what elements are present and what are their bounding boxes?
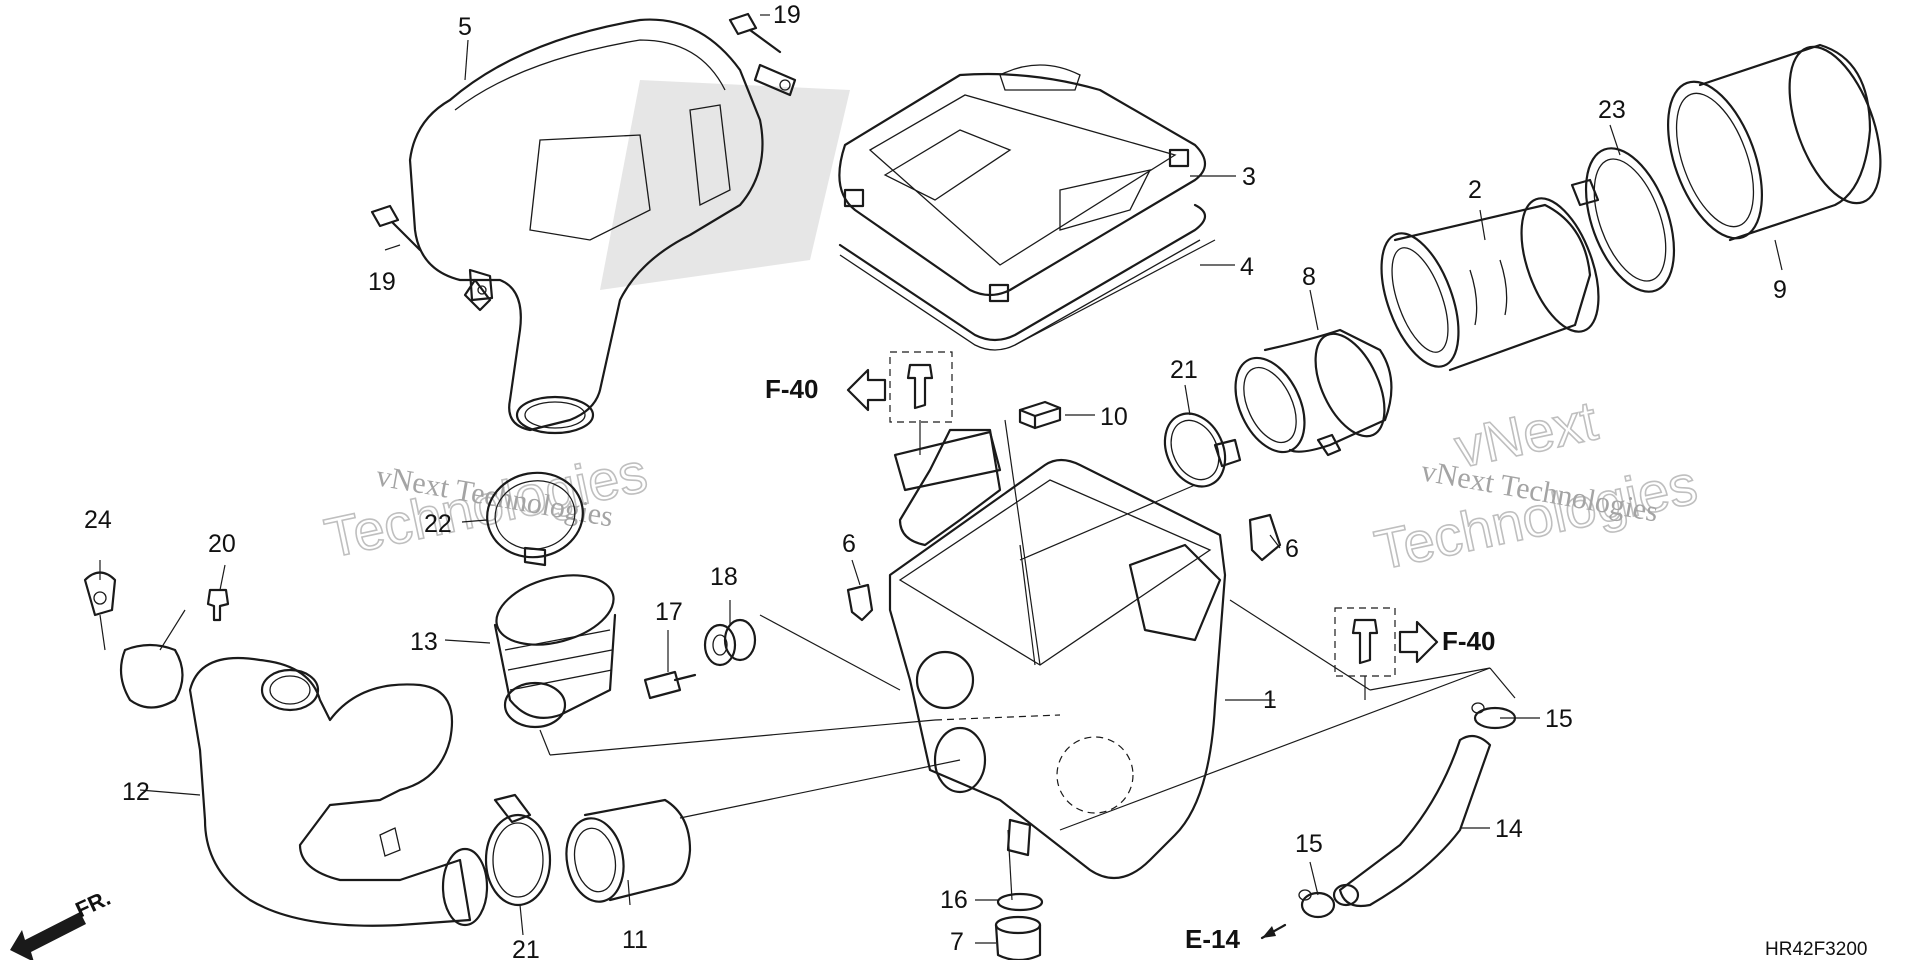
label-part-5: 5 [458,13,472,41]
front-arrow-icon [10,912,86,960]
part-10-sponge [1018,400,1062,430]
label-part-13: 13 [410,628,438,656]
part-20-clip [206,588,230,622]
arrow-left-icon [846,368,887,412]
part-6-clip-right [1248,513,1282,562]
label-part-15-top: 15 [1545,705,1573,733]
part-22-clamp [486,471,584,567]
push-clip-right [1334,607,1396,677]
part-15-clip-top [1471,702,1517,730]
part-21-clamp-right [1163,412,1242,488]
part-12-inlet-duct [119,643,489,927]
label-part-19-top: 19 [773,1,801,29]
part-24-strap [83,571,117,617]
label-part-21-right: 21 [1170,356,1198,384]
part-16-o-ring [996,892,1044,912]
part-8-tube [1234,328,1393,457]
label-part-11: 11 [622,926,648,954]
label-part-17: 17 [655,598,683,626]
leader-lines [99,14,1783,944]
label-part-7: 7 [950,928,964,956]
part-4-gasket [838,203,1207,351]
part-19-bolt-top [728,12,797,97]
part-11-tube [565,798,692,903]
part-13-funnel [493,574,617,729]
front-indicator: FR. [10,885,114,960]
part-9-prefilter [1667,43,1882,242]
label-part-24: 24 [84,506,112,534]
label-part-9: 9 [1773,276,1787,304]
part-2-filter [1380,197,1600,372]
label-part-1: 1 [1263,686,1277,714]
label-part-4: 4 [1240,253,1254,281]
label-part-18: 18 [710,563,738,591]
reference-f40-right[interactable]: F-40 [1398,620,1495,664]
label-part-10: 10 [1100,403,1128,431]
reference-e14[interactable]: E-14 [1185,923,1287,954]
label-part-14: 14 [1495,815,1523,843]
arrow-head-icon [1262,926,1276,938]
part-21-clamp-left [484,793,552,907]
label-part-6-left: 6 [842,530,856,558]
label-part-8: 8 [1302,263,1316,291]
label-part-20: 20 [208,530,236,558]
part-14-drain-hose [1332,734,1492,908]
arrow-right-icon [1398,620,1439,664]
part-17-sensor [643,670,697,700]
part-1-case [888,428,1227,880]
label-part-6-right: 6 [1285,535,1299,563]
part-18-grommet [703,618,757,667]
part-15-clip-bottom [1298,889,1336,919]
label-part-21-left: 21 [512,936,540,960]
label-part-2: 2 [1468,176,1482,204]
reference-f40-left-label: F-40 [765,374,818,404]
part-labels: 5 19 19 3 4 8 2 23 9 21 10 6 6 1 15 14 1… [84,1,1787,960]
reference-f40-left[interactable]: F-40 [765,368,887,412]
part-19-bolt-left [370,204,494,302]
part-5-intake-duct [408,18,850,435]
watermark: Technologies vNext Technologies vNext Te… [319,387,1703,582]
part-6-clip-left [846,583,874,622]
part-23-clamp [1570,147,1676,293]
diagram-code: HR42F3200 [1765,939,1867,960]
label-part-12: 12 [122,778,150,806]
push-clip-left [889,351,1002,492]
part-7-plug [994,915,1042,960]
label-part-22: 22 [424,510,452,538]
label-part-16: 16 [940,886,968,914]
reference-e14-label: E-14 [1185,924,1240,954]
label-part-3: 3 [1242,163,1256,191]
part-3-cover [838,64,1207,303]
label-part-15-bottom: 15 [1295,830,1323,858]
label-part-19-left: 19 [368,268,396,296]
label-part-23: 23 [1598,96,1626,124]
reference-f40-right-label: F-40 [1442,626,1495,656]
